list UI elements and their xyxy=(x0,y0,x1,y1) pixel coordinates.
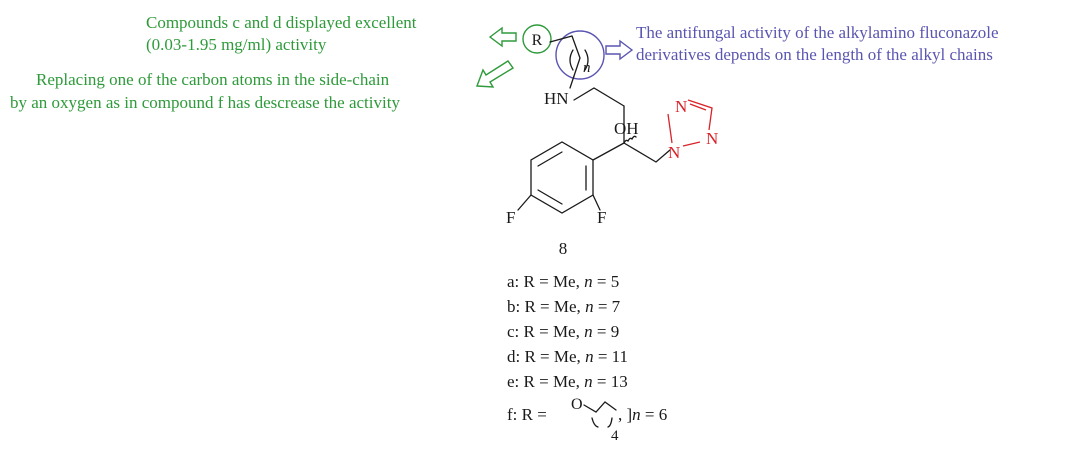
annotation-compounds-c-d-line2: (0.03-1.95 mg/ml) activity xyxy=(146,35,327,54)
blue-arrow-right-icon xyxy=(605,39,634,61)
compound-f-subscript: 4 xyxy=(611,428,619,444)
compound-f-chain xyxy=(583,401,617,413)
alkyl-chain-highlight-circle xyxy=(555,30,605,80)
compound-d: d: R = Me, n = 11 xyxy=(507,347,628,366)
fluorine-2-label: F xyxy=(597,208,606,227)
chain-bond-r xyxy=(549,35,573,43)
compound-b: b: R = Me, n = 7 xyxy=(507,297,621,316)
r-group-highlight-circle xyxy=(522,24,552,54)
triazole-ring xyxy=(667,99,713,147)
compound-f-bracket-right xyxy=(607,417,613,428)
annotation-compounds-c-d-line1: Compounds c and d displayed excellent xyxy=(146,13,417,32)
bond-ring-f1 xyxy=(517,194,532,211)
bond-c-oh-wavy xyxy=(623,135,637,144)
compound-f: f: R = O 4 , ]n = 6 xyxy=(507,396,667,444)
annotation-oxygen-replacement-line1: Replacing one of the carbon atoms in the… xyxy=(36,70,390,89)
chain-bracket-left xyxy=(569,49,574,71)
compound-f-bracket-left xyxy=(591,417,599,428)
compound-a: a: R = Me, n = 5 xyxy=(507,272,619,291)
triazole-n2-label: N xyxy=(706,129,718,148)
compound-e: e: R = Me, n = 13 xyxy=(507,372,628,391)
annotation-alkyl-chain-length-line2: derivatives depends on the length of the… xyxy=(636,45,993,64)
green-arrow-left-icon xyxy=(488,26,517,48)
bond-n-ch2 xyxy=(573,87,625,107)
bond-c-ch2-triazole xyxy=(623,142,671,163)
triazole-n3-label: N xyxy=(668,143,680,162)
annotation-alkyl-chain-length-line1: The antifungal activity of the alkylamin… xyxy=(636,23,999,42)
bond-ring-f2 xyxy=(592,194,601,211)
difluorophenyl-inner-bonds xyxy=(537,151,587,205)
bond-ring-c xyxy=(592,142,625,161)
triazole-n1-label: N xyxy=(675,97,687,116)
green-arrow-down-left-icon xyxy=(476,60,515,88)
compound-list: a: R = Me, n = 5 b: R = Me, n = 7 c: R =… xyxy=(507,272,628,391)
chain-bracket-right xyxy=(584,49,589,71)
triazole-double-bond xyxy=(689,103,707,111)
chain-repeat-n-label: n xyxy=(583,60,591,76)
compound-c: c: R = Me, n = 9 xyxy=(507,322,619,341)
compound-f-oxygen-label: O xyxy=(571,396,583,413)
fluorine-1-label: F xyxy=(506,208,515,227)
r-group-label: R xyxy=(532,32,543,49)
hydroxyl-oh-label: OH xyxy=(614,119,639,138)
chain-bond-inner xyxy=(571,35,581,77)
amine-hn-label: HN xyxy=(544,89,569,108)
bond-n-chain xyxy=(569,75,575,89)
annotation-oxygen-replacement-line2: by an oxygen as in compound f has descre… xyxy=(10,93,400,112)
compound-number: 8 xyxy=(559,239,568,258)
compound-f-suffix: , ]n = 6 xyxy=(618,405,667,424)
compound-f-prefix: f: R = xyxy=(507,405,547,424)
